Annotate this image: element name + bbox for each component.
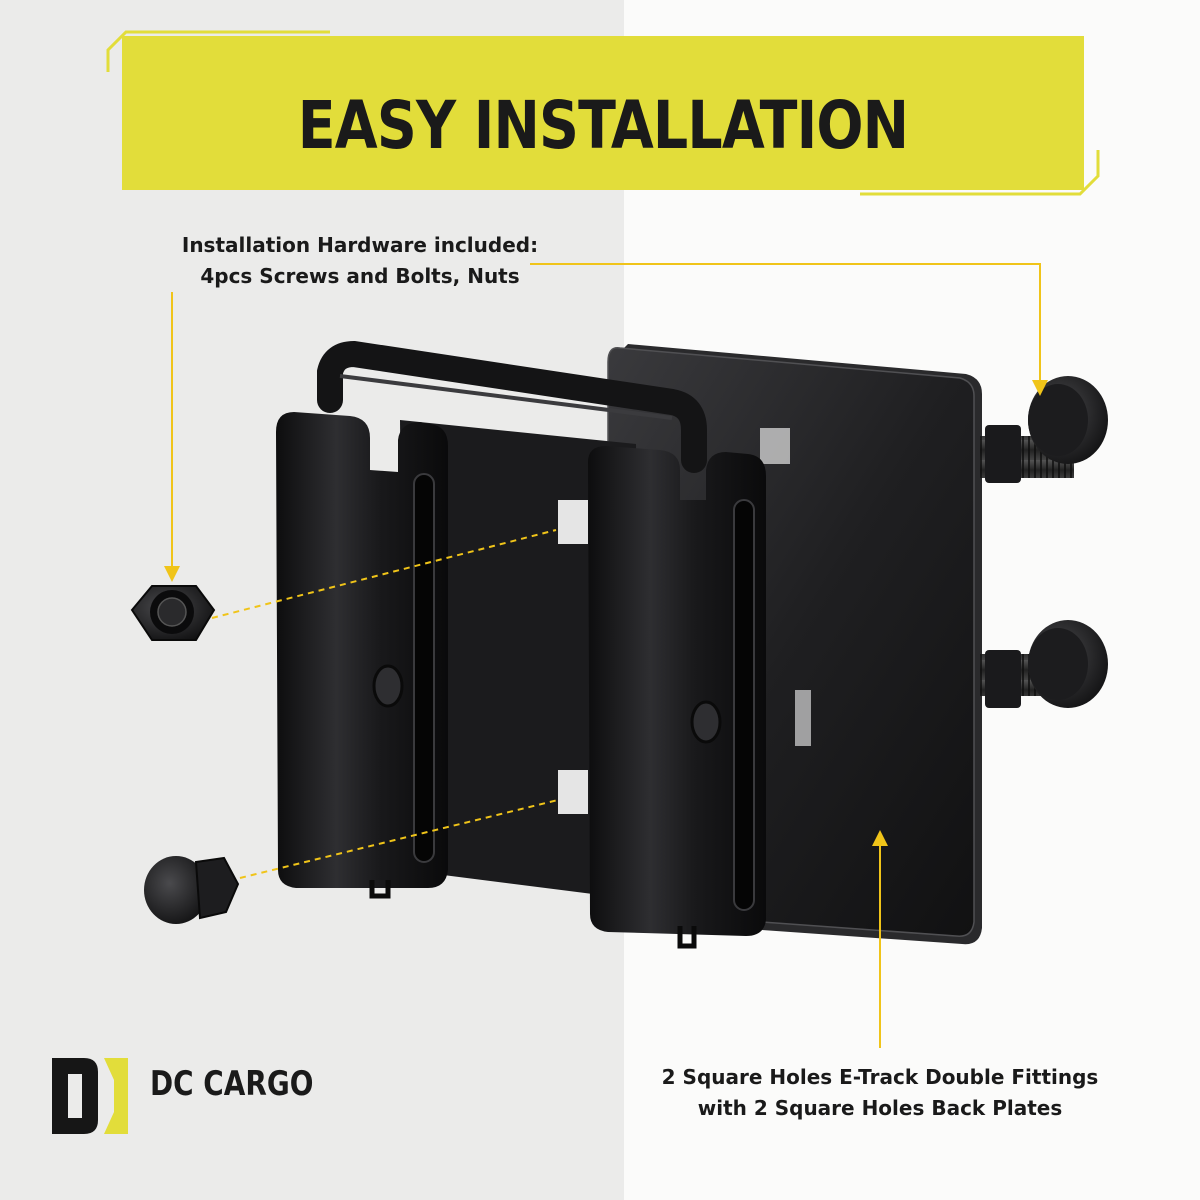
fittings-callout-line1: 2 Square Holes E-Track Double Fittings	[661, 1065, 1099, 1089]
hardware-callout-line2: 4pcs Screws and Bolts, Nuts	[200, 264, 520, 288]
carriage-bolt-top	[980, 376, 1108, 483]
left-rivet	[372, 664, 404, 708]
base-square-hole	[558, 770, 588, 814]
guide-line-nut-top	[211, 529, 557, 619]
plate-square-hole	[760, 428, 790, 464]
arrow-up-icon	[872, 830, 888, 846]
left-bottom-notch	[369, 880, 391, 899]
fitting-right-channel	[588, 446, 766, 936]
right-channel-slot	[733, 499, 755, 911]
dc-cargo-logo-icon	[52, 1058, 128, 1134]
hardware-callout: Installation Hardware included: 4pcs Scr…	[140, 230, 580, 292]
acorn-cap-nut	[144, 856, 240, 924]
banner-corner-bottom-right	[860, 150, 1100, 196]
plate-square-hole	[795, 690, 811, 746]
right-bottom-notch	[677, 926, 697, 949]
carriage-bolt-bottom	[980, 620, 1108, 708]
fittings-leader	[872, 830, 888, 1048]
right-rivet	[690, 700, 722, 744]
page-title: EASY INSTALLATION	[297, 86, 909, 164]
left-channel-slot	[413, 473, 435, 863]
fittings-callout-line2: with 2 Square Holes Back Plates	[697, 1096, 1063, 1120]
hardware-leader	[164, 263, 1048, 582]
e-track-double-fitting	[276, 340, 766, 949]
title-banner	[106, 30, 1100, 196]
arrow-down-icon	[164, 566, 180, 582]
base-square-hole	[558, 500, 588, 544]
brand-name: DC CARGO	[150, 1064, 314, 1104]
arrow-down-icon	[1032, 380, 1048, 396]
banner-background	[122, 36, 1084, 190]
fittings-callout: 2 Square Holes E-Track Double Fittings w…	[630, 1062, 1130, 1124]
fitting-left-channel	[276, 412, 448, 888]
banner-corner-top-left	[106, 30, 330, 72]
hardware-callout-line1: Installation Hardware included:	[181, 233, 539, 257]
fitting-handle	[317, 340, 707, 473]
handle-highlight	[339, 374, 673, 420]
lock-nut	[130, 585, 216, 641]
